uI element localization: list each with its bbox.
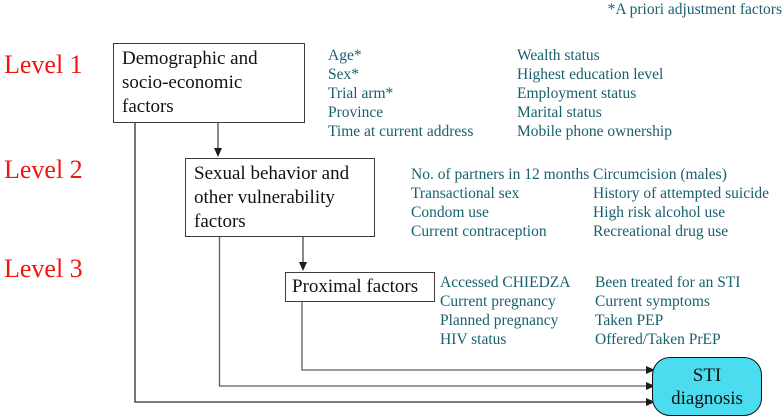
list-item: Been treated for an STI	[595, 274, 741, 291]
list-item: Age*	[328, 47, 362, 64]
list-item: Mobile phone ownership	[517, 123, 672, 140]
list-item: Highest education level	[517, 66, 664, 83]
arrowhead-down-icon	[214, 148, 222, 157]
level2-list-col1: No. of partners in 12 months Transaction…	[411, 165, 589, 241]
arrowhead-down-icon	[299, 262, 307, 271]
list-item: Current symptoms	[595, 293, 710, 310]
list-item: Trial arm*	[328, 85, 394, 102]
list-item: Recreational drug use	[593, 223, 729, 240]
list-item: Condom use	[411, 204, 489, 221]
level2-list-col2: Circumcision (males) History of attempte…	[593, 165, 769, 241]
node-sti-diagnosis: STI diagnosis	[652, 357, 762, 416]
apriori-note: *A priori adjustment factors	[607, 1, 782, 18]
level1-label: Level 1	[4, 50, 83, 79]
list-item: Employment status	[517, 85, 637, 102]
list-item: Marital status	[517, 104, 602, 121]
list-item: Time at current address	[328, 123, 474, 140]
arrowhead-right-icon	[646, 382, 655, 390]
node-proximal-factors: Proximal factors	[285, 272, 435, 302]
level3-list-col1: Accessed CHIEDZA Current pregnancy Plann…	[440, 273, 570, 349]
list-item: High risk alcohol use	[593, 204, 726, 221]
arrowhead-right-icon	[646, 366, 655, 374]
level3-label: Level 3	[4, 254, 83, 283]
list-item: Current contraception	[411, 223, 547, 240]
level1-list-col1: Age* Sex* Trial arm* Province Time at cu…	[328, 46, 473, 141]
list-item: Taken PEP	[595, 312, 664, 329]
list-item: Circumcision (males)	[593, 166, 727, 183]
list-item: Transactional sex	[411, 185, 520, 202]
list-item: HIV status	[440, 331, 507, 348]
list-item: Accessed CHIEDZA	[440, 274, 571, 291]
list-item: Current pregnancy	[440, 293, 556, 310]
list-item: Sex*	[328, 66, 359, 83]
list-item: History of attempted suicide	[593, 185, 770, 202]
list-item: Offered/Taken PrEP	[595, 331, 721, 348]
list-item: Planned pregnancy	[440, 312, 559, 329]
level1-list-col2: Wealth status Highest education level Em…	[517, 46, 672, 141]
level2-label: Level 2	[4, 155, 83, 184]
arrowhead-right-icon	[646, 398, 655, 406]
list-item: Province	[328, 104, 384, 121]
list-item: No. of partners in 12 months	[411, 166, 590, 183]
node-sexual-behavior-factors: Sexual behavior and other vulnerability …	[185, 158, 375, 237]
level3-list-col2: Been treated for an STI Current symptoms…	[595, 273, 740, 349]
node-demographic-factors: Demographic and socio-economic factors	[113, 43, 305, 123]
list-item: Wealth status	[517, 47, 600, 64]
